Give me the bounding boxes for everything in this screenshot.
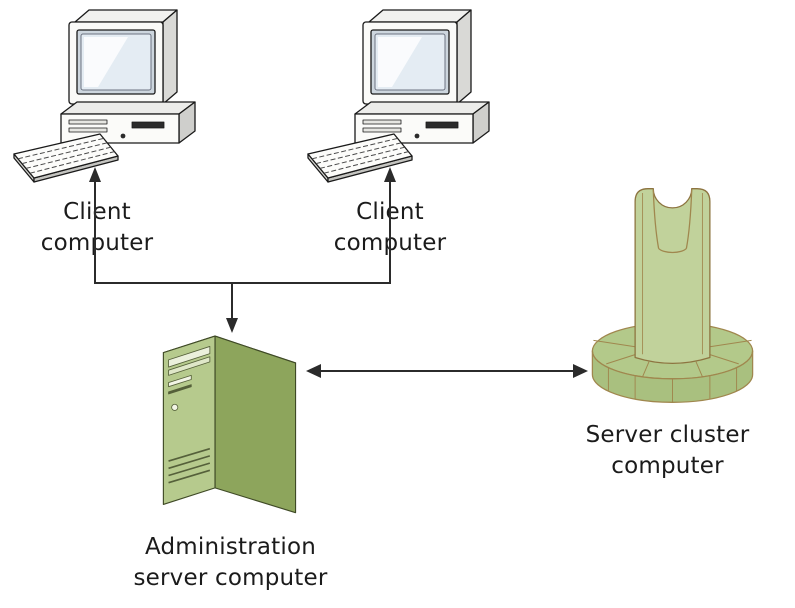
server-cluster-icon: [591, 188, 754, 403]
connector-admin-to-cluster: [306, 364, 588, 378]
arrowhead-left-admin: [306, 364, 321, 378]
server-cluster-label: Server cluster computer: [585, 422, 750, 479]
arrowhead-right-cluster: [573, 364, 588, 378]
arrowhead-down-admin: [226, 318, 238, 333]
desktop-computer-icon: [307, 9, 490, 183]
client-2-label: Client computer: [333, 199, 447, 256]
tower-server-icon: [162, 335, 297, 514]
desktop-computer-icon: [13, 9, 196, 183]
administration-server-label: Administration server computer: [133, 534, 328, 591]
client-1-label: Client computer: [40, 199, 154, 256]
